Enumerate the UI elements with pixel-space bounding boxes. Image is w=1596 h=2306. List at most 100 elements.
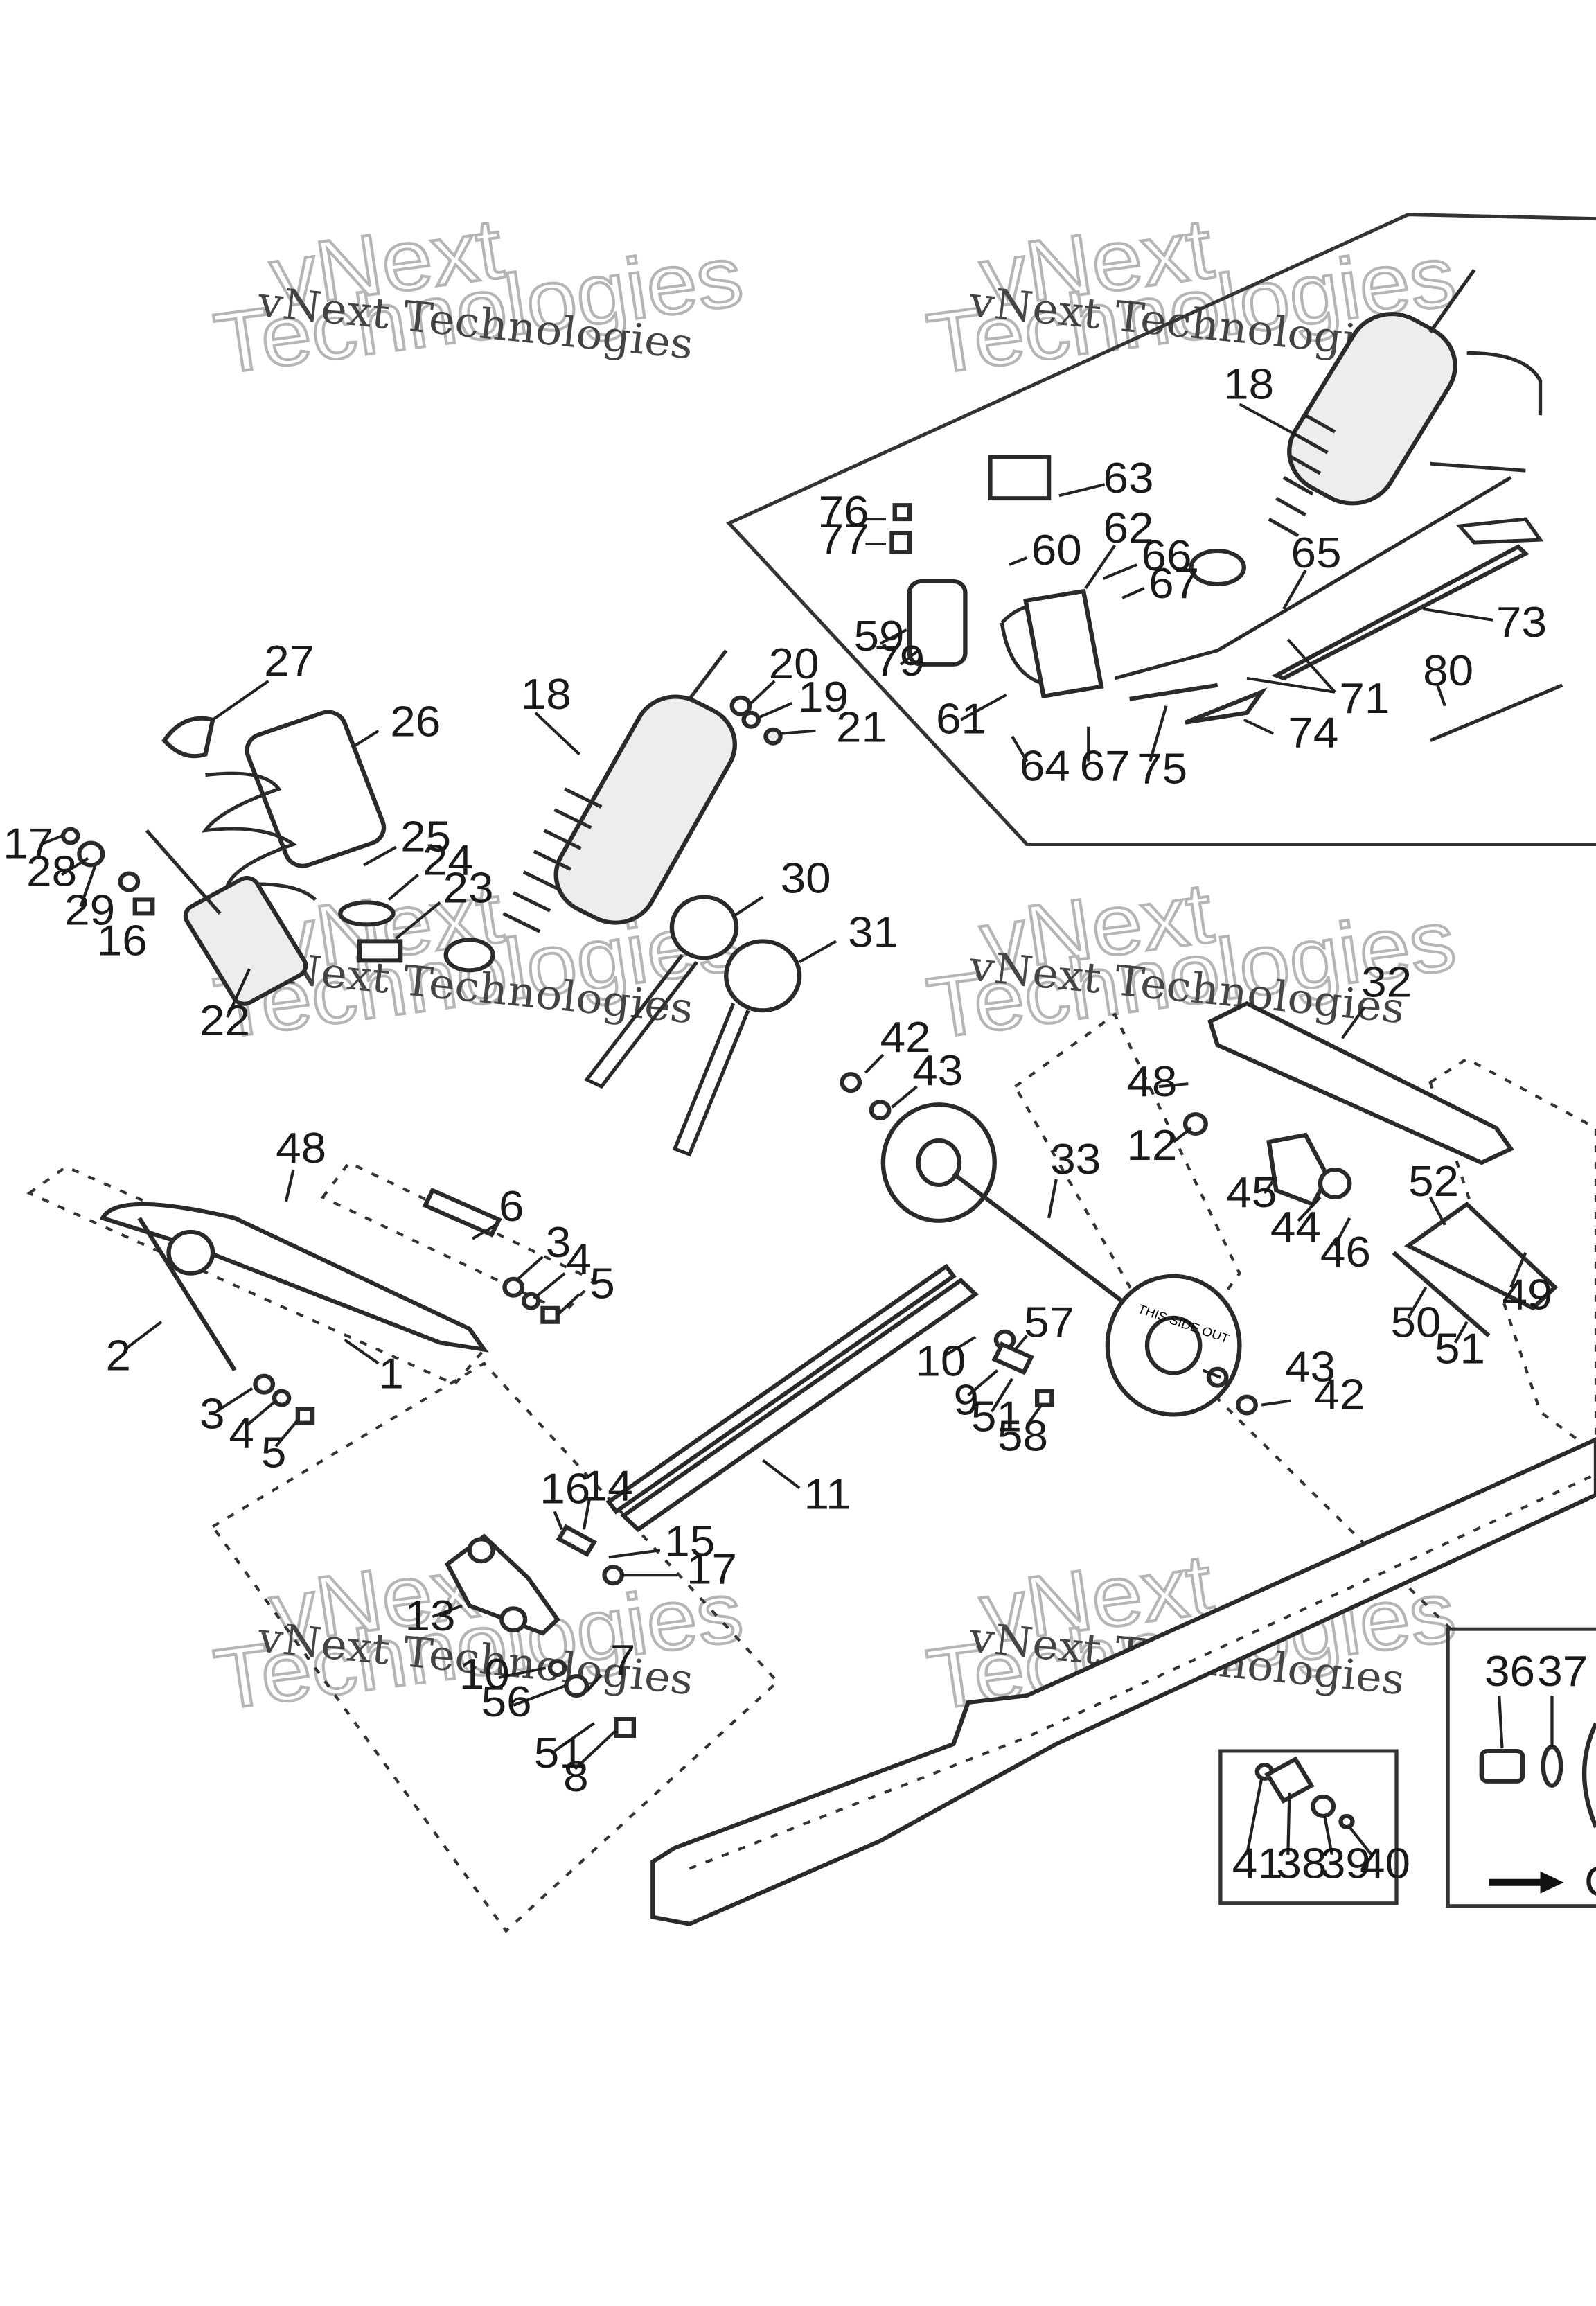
- bar-73: [1271, 544, 1530, 681]
- callout-74: 74: [1288, 708, 1338, 757]
- washer-10b: [547, 1659, 567, 1678]
- callout-46: 46: [1320, 1228, 1371, 1276]
- callout-43-bottom: 43: [1285, 1342, 1336, 1391]
- callout-51-mid: 51: [971, 1392, 1022, 1441]
- callout-30: 30: [781, 854, 831, 902]
- idler-hub-rear: [1144, 1315, 1203, 1375]
- callout-57: 57: [1024, 1298, 1074, 1346]
- rear-shock-hose: [1430, 351, 1543, 473]
- callout-19: 19: [798, 672, 849, 721]
- slide-rail: [650, 1437, 1596, 1926]
- callout-39: 39: [1320, 1839, 1371, 1887]
- bushing-57: [991, 1341, 1034, 1375]
- callout-24: 24: [423, 836, 473, 884]
- callout-42-top: 42: [880, 1013, 931, 1062]
- front-arm-kit-outline: [26, 1165, 487, 1387]
- callout-29: 29: [64, 886, 115, 934]
- bushing-39: [1311, 1794, 1336, 1818]
- callout-25: 25: [400, 812, 451, 861]
- callout-80: 80: [1423, 646, 1473, 695]
- callout-9: 9: [953, 1375, 979, 1424]
- front-arm-1: [99, 1202, 489, 1353]
- callout-5-bottom: 5: [261, 1428, 287, 1477]
- nut-17b: [602, 1565, 625, 1586]
- rocker-assembly: [444, 1524, 636, 1738]
- callout-48-left: 48: [276, 1124, 326, 1172]
- spring-arms: [584, 953, 750, 1157]
- link-11: [605, 1263, 979, 1533]
- callout-75: 75: [1137, 744, 1187, 793]
- rear-arm-kit-outline: [1428, 1057, 1596, 1456]
- bracket-44: [1318, 1167, 1352, 1199]
- bracket-45: [1266, 1132, 1331, 1207]
- callout-5-top: 5: [589, 1259, 615, 1308]
- callout-77: 77: [819, 515, 869, 563]
- reservoir-line: [1114, 476, 1512, 680]
- callout-3-bottom: 3: [200, 1389, 225, 1438]
- shaft-2: [137, 1217, 237, 1372]
- callout-51-rocker: 51: [534, 1729, 585, 1777]
- callout-15: 15: [664, 1517, 715, 1565]
- spring-seat-24: [338, 900, 396, 927]
- callout-27: 27: [264, 637, 314, 685]
- callout-7: 7: [610, 1636, 636, 1684]
- parts: THIS SIDE OUT: [60, 269, 1596, 1926]
- callout-67-top: 67: [1149, 559, 1199, 608]
- motor-actuator: [907, 579, 968, 667]
- adjuster-23: [357, 939, 403, 963]
- rocker-kit-outline: [211, 1362, 780, 1933]
- rear-shock-body: [1287, 312, 1457, 506]
- callout-37: 37: [1537, 1647, 1588, 1696]
- callout-56: 56: [481, 1678, 532, 1726]
- leader-lines: [40, 403, 1554, 1856]
- detail-36-37-parts: C: [1479, 1722, 1596, 1905]
- callout-3-top: 3: [546, 1218, 571, 1267]
- front-shock-eye: [443, 938, 495, 973]
- callout-18-front: 18: [521, 669, 571, 718]
- washer-4b: [272, 1389, 292, 1407]
- wheel-kit-outline: [1201, 1383, 1454, 1632]
- callout-67-bottom: 67: [1080, 741, 1130, 790]
- rod-6: [422, 1187, 502, 1238]
- bracket-62: [1023, 588, 1104, 699]
- callout-65: 65: [1291, 529, 1342, 577]
- callout-58: 58: [998, 1411, 1048, 1460]
- rear-shock-kit-outline: [726, 213, 1596, 847]
- bolt-58: [1035, 1389, 1054, 1407]
- callout-60: 60: [1031, 526, 1082, 574]
- callout-64: 64: [1020, 741, 1070, 790]
- rear-arm-32: [1207, 1001, 1514, 1165]
- callout-2: 2: [105, 1331, 131, 1380]
- plate-74: [1184, 687, 1268, 725]
- callout-73: 73: [1496, 598, 1547, 646]
- strip-75: [1129, 683, 1218, 701]
- bolt-16: [132, 897, 155, 916]
- callout-10-right: 10: [915, 1337, 966, 1385]
- callout-4-bottom: 4: [229, 1409, 254, 1457]
- link-rod-11b: [605, 1263, 957, 1515]
- arm-pivot: [166, 1229, 215, 1276]
- callout-20: 20: [769, 640, 819, 688]
- callout-18-rear: 18: [1223, 360, 1274, 408]
- bushing-19: [741, 710, 761, 729]
- callout-42-bottom: 42: [1314, 1370, 1365, 1418]
- bushing-56: [564, 1674, 589, 1698]
- torsion-springs: [584, 895, 802, 1157]
- callout-16-left: 16: [97, 916, 148, 965]
- callout-23: 23: [443, 863, 494, 912]
- slide-rail-body: [650, 1437, 1596, 1926]
- detail-box-38-41: [1218, 1749, 1399, 1905]
- link-rod-kit-outline: [320, 1161, 597, 1314]
- boot-26: [245, 710, 387, 868]
- rear-arm-assembly: [991, 1001, 1559, 1407]
- callout-59: 59: [853, 612, 904, 660]
- callout-10-rocker: 10: [459, 1650, 510, 1698]
- callout-50: 50: [1391, 1298, 1442, 1346]
- wheel-edge: [1581, 1722, 1596, 1828]
- callout-41: 41: [1232, 1839, 1283, 1887]
- shaft-50: [1392, 1251, 1491, 1337]
- threaded-rod-80: [1429, 683, 1563, 742]
- cap-76: [892, 503, 912, 522]
- rear-shock-bellows: [1268, 414, 1336, 538]
